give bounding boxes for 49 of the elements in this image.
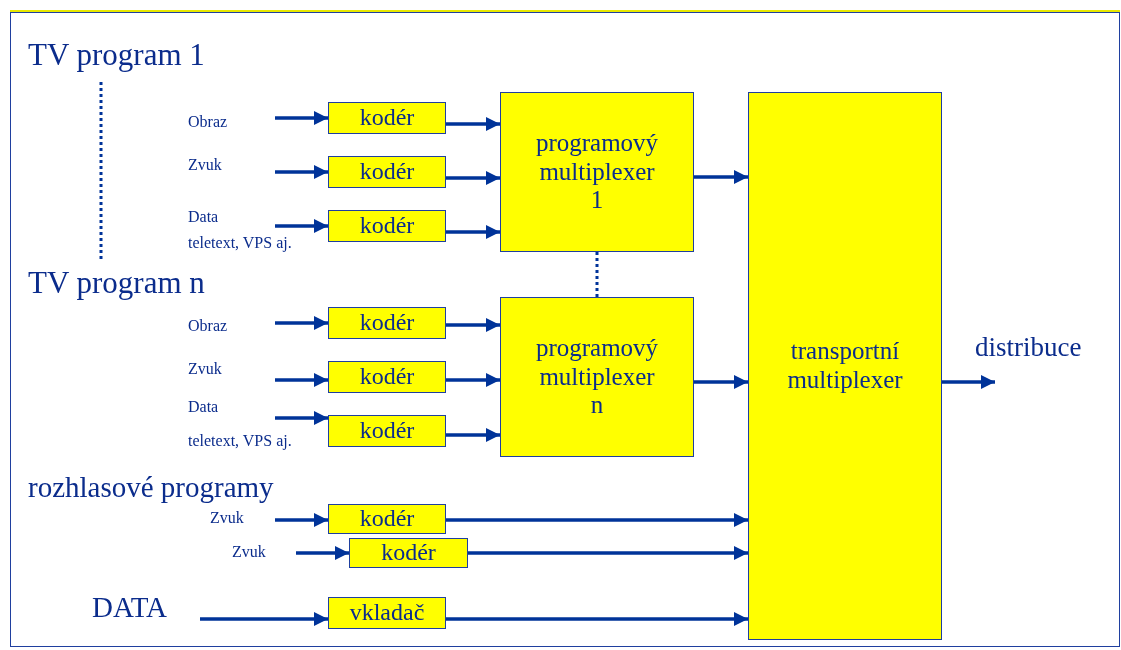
arrow: [275, 411, 328, 425]
arrow: [694, 375, 748, 389]
signal-label: Obraz: [188, 317, 228, 335]
arrow: [275, 373, 328, 387]
arrow: [275, 513, 328, 527]
arrow: [446, 171, 500, 185]
dotted-connector: [595, 252, 599, 297]
arrow: [942, 375, 995, 389]
inserter-box: vkladač: [328, 597, 446, 629]
signal-label: Zvuk: [188, 156, 222, 174]
encoder-box: kodér: [328, 102, 446, 134]
encoder-box: kodér: [328, 210, 446, 242]
encoder-box: kodér: [328, 156, 446, 188]
arrow: [694, 170, 748, 184]
arrow: [275, 111, 328, 125]
signal-label: Zvuk: [232, 543, 266, 561]
arrow: [446, 428, 500, 442]
signal-label: Zvuk: [210, 509, 244, 527]
arrow: [446, 513, 748, 527]
multiplexer-box: transportní multiplexer: [748, 92, 942, 640]
signal-note: teletext, VPS aj.: [188, 432, 292, 450]
arrow: [446, 612, 748, 626]
arrow: [468, 546, 748, 560]
encoder-box: kodér: [328, 307, 446, 339]
arrow: [275, 165, 328, 179]
encoder-box: kodér: [328, 415, 446, 447]
signal-label: Zvuk: [188, 360, 222, 378]
encoder-box: kodér: [328, 504, 446, 534]
signal-label: Obraz: [188, 113, 228, 131]
group-heading: rozhlasové programy: [28, 472, 274, 504]
multiplexer-box: programový multiplexer n: [500, 297, 694, 457]
group-heading: TV program 1: [28, 38, 205, 73]
encoder-box: kodér: [328, 361, 446, 393]
arrow: [275, 219, 328, 233]
arrow: [446, 117, 500, 131]
signal-note: teletext, VPS aj.: [188, 234, 292, 252]
encoder-box: kodér: [349, 538, 468, 568]
signal-label: Data: [188, 398, 219, 416]
arrow: [296, 546, 349, 560]
multiplexer-box: programový multiplexer 1: [500, 92, 694, 252]
arrow: [446, 225, 500, 239]
signal-label: DATA: [92, 592, 167, 624]
arrow: [200, 612, 328, 626]
output-label: distribuce: [975, 333, 1082, 363]
arrow: [446, 318, 500, 332]
signal-label: Data: [188, 208, 219, 226]
arrow: [446, 373, 500, 387]
group-heading: TV program n: [28, 266, 205, 301]
arrow: [275, 316, 328, 330]
